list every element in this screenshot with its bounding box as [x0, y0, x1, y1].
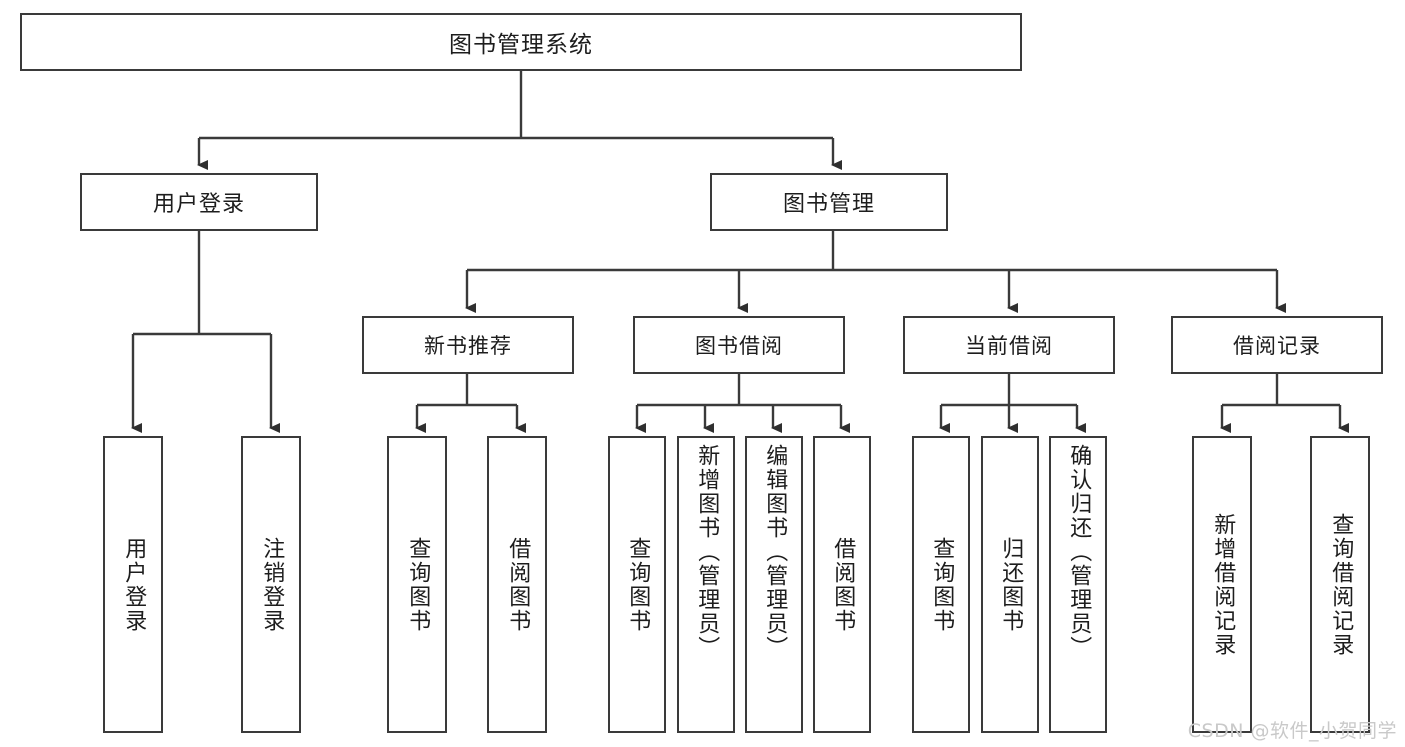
- leaf-newbook-query[interactable]: 查询图书: [387, 436, 447, 733]
- node-book-borrow[interactable]: 图书借阅: [633, 316, 845, 374]
- leaf-current-return-label: 归还图书: [998, 536, 1024, 633]
- leaf-newbook-borrow[interactable]: 借阅图书: [487, 436, 547, 733]
- node-book-management[interactable]: 图书管理: [710, 173, 948, 231]
- leaf-records-add[interactable]: 新增借阅记录: [1192, 436, 1252, 733]
- leaf-current-return[interactable]: 归还图书: [981, 436, 1039, 733]
- leaf-borrow-add-book-label: 新增图书（管理员）: [694, 444, 720, 660]
- leaf-user-login[interactable]: 用户登录: [103, 436, 163, 733]
- leaf-borrow-edit-book[interactable]: 编辑图书（管理员）: [745, 436, 803, 733]
- leaf-current-query-label: 查询图书: [929, 536, 955, 633]
- leaf-records-query[interactable]: 查询借阅记录: [1310, 436, 1370, 733]
- leaf-user-logout[interactable]: 注销登录: [241, 436, 301, 733]
- node-current-borrow[interactable]: 当前借阅: [903, 316, 1115, 374]
- leaf-borrow-borrow-book-label: 借阅图书: [830, 536, 856, 633]
- node-new-book-recommend-label: 新书推荐: [424, 334, 512, 358]
- leaf-newbook-borrow-label: 借阅图书: [505, 536, 531, 633]
- leaf-records-add-label: 新增借阅记录: [1210, 512, 1236, 657]
- node-book-management-label: 图书管理: [782, 192, 875, 217]
- leaf-newbook-query-label: 查询图书: [405, 536, 431, 633]
- leaf-borrow-query[interactable]: 查询图书: [608, 436, 666, 733]
- node-new-book-recommend[interactable]: 新书推荐: [362, 316, 574, 374]
- csdn-watermark: CSDN @软件_小贺同学: [1187, 720, 1397, 742]
- node-current-borrow-label: 当前借阅: [965, 334, 1053, 358]
- node-user-login[interactable]: 用户登录: [80, 173, 318, 231]
- node-root[interactable]: 图书管理系统: [20, 13, 1022, 71]
- leaf-current-confirm-return[interactable]: 确认归还（管理员）: [1049, 436, 1107, 733]
- node-book-borrow-label: 图书借阅: [695, 334, 783, 358]
- leaf-user-logout-label: 注销登录: [259, 536, 285, 633]
- node-borrow-records[interactable]: 借阅记录: [1171, 316, 1383, 374]
- leaf-user-login-label: 用户登录: [121, 536, 147, 633]
- node-user-login-label: 用户登录: [152, 192, 245, 217]
- leaf-records-query-label: 查询借阅记录: [1328, 512, 1354, 657]
- leaf-borrow-query-label: 查询图书: [625, 536, 651, 633]
- leaf-borrow-edit-book-label: 编辑图书（管理员）: [762, 444, 788, 660]
- leaf-current-confirm-return-label: 确认归还（管理员）: [1066, 444, 1092, 660]
- leaf-borrow-borrow-book[interactable]: 借阅图书: [813, 436, 871, 733]
- leaf-borrow-add-book[interactable]: 新增图书（管理员）: [677, 436, 735, 733]
- node-borrow-records-label: 借阅记录: [1233, 334, 1321, 358]
- leaf-current-query[interactable]: 查询图书: [912, 436, 970, 733]
- node-root-label: 图书管理系统: [449, 32, 593, 58]
